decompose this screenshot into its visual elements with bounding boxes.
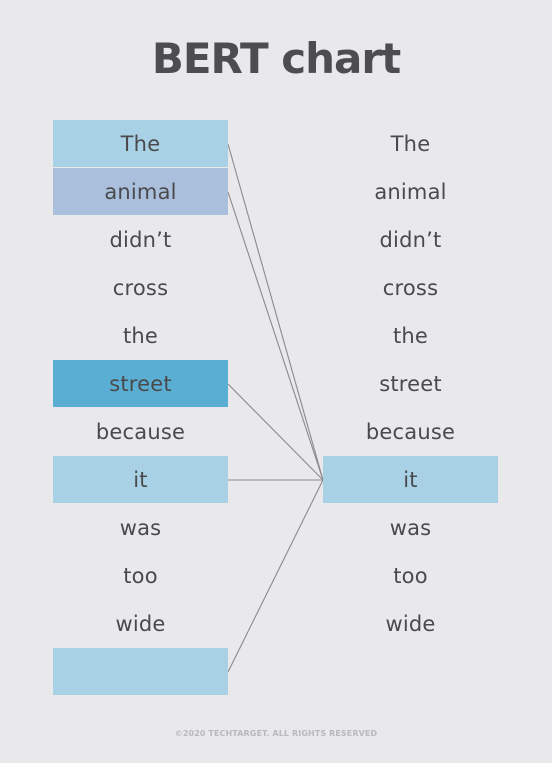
copyright-footer: ©2020 TECHTARGET. ALL RIGHTS RESERVED [174,729,378,738]
left-token [53,648,228,695]
left-token: cross [112,275,169,300]
left-token: was [119,515,162,540]
right-token: wide [385,611,436,636]
right-token: the [392,323,429,348]
right-token: was [389,515,432,540]
left-token: too [123,563,158,588]
attention-link-line [227,191,324,481]
attention-link-line [227,383,324,481]
left-token: The [53,120,228,167]
attention-link-line [227,479,324,673]
left-token: didn’t [109,227,172,252]
left-token: street [53,360,228,407]
left-token: animal [53,168,228,215]
right-token: it [323,456,498,503]
right-token: because [365,419,456,444]
right-token: too [393,563,428,588]
right-token: street [379,371,442,396]
chart-title: BERT chart [151,34,401,83]
left-token: wide [115,611,166,636]
attention-link-line [227,143,324,481]
right-token: cross [382,275,439,300]
left-token: the [122,323,159,348]
left-token: because [95,419,186,444]
right-token: didn’t [379,227,442,252]
left-token: it [53,456,228,503]
right-token: animal [374,179,447,204]
right-token-column: The animal didn’t cross the street because it wa… [323,120,498,648]
right-token: The [390,131,431,156]
